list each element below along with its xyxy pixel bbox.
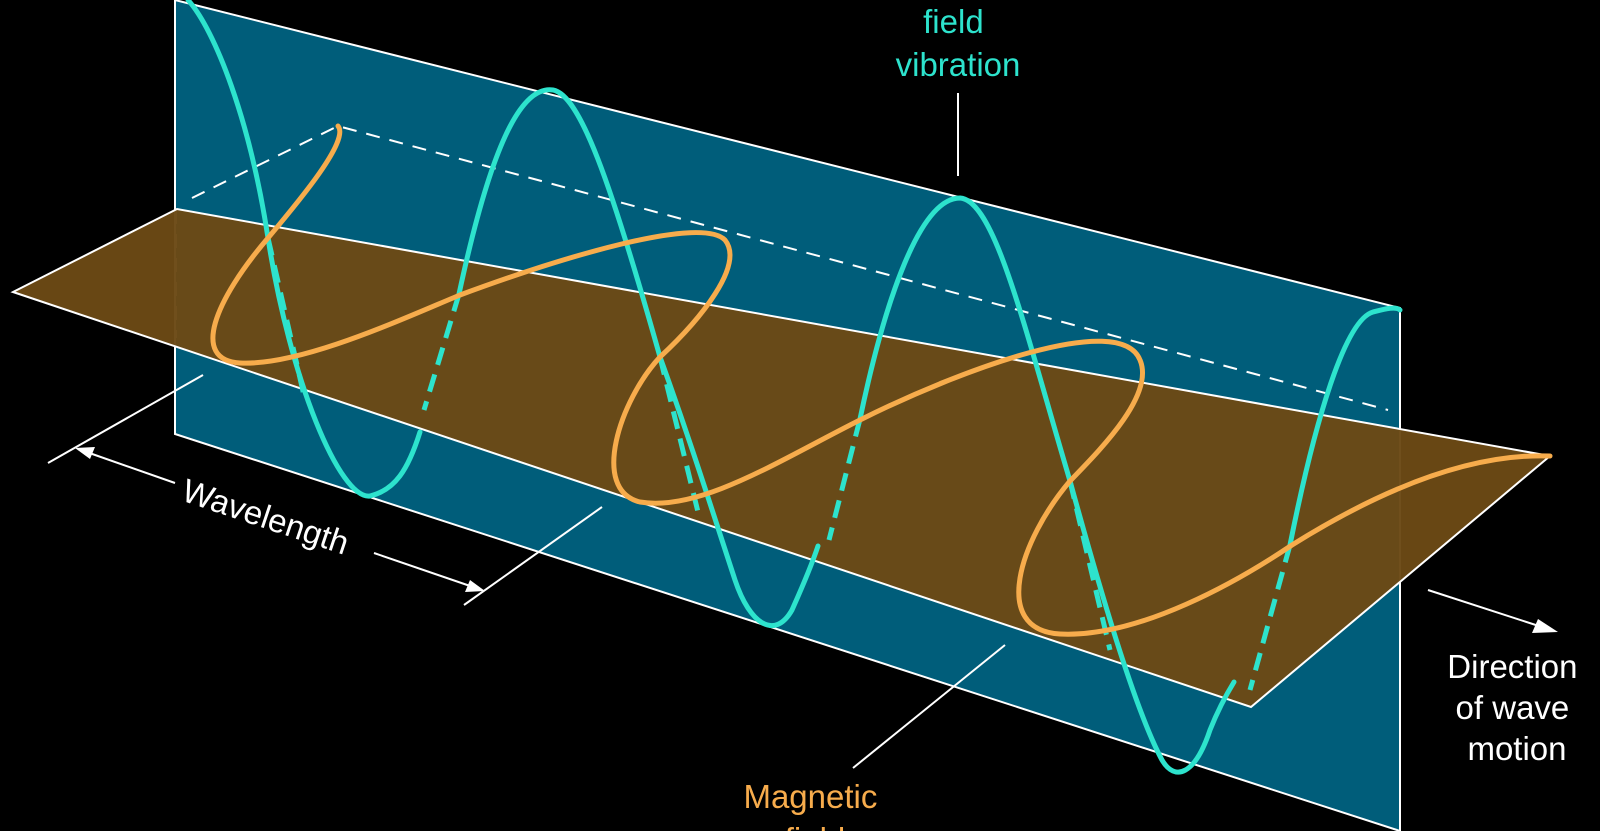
magnetic-field-wave (210, 123, 1553, 637)
hidden-edge-dashed (191, 124, 1389, 411)
direction-label: Direction of wave motion (1447, 648, 1586, 767)
electric-field-label-line2: vibration (896, 46, 1021, 83)
wavelength-bracket-left (47, 374, 204, 464)
direction-label-line3: motion (1467, 730, 1566, 767)
direction-arrowhead (1532, 619, 1558, 633)
wavelength-arrowhead-left (75, 447, 95, 459)
magnetic-field-leader (852, 644, 1006, 769)
electric-field-label-line1: field (923, 3, 984, 40)
magnetic-field-label-line1: Magnetic (743, 778, 877, 815)
direction-arrow (1427, 589, 1546, 629)
direction-label-line1: Direction (1447, 648, 1577, 685)
wavelength-arrow-left (77, 448, 176, 484)
wavelength-label: Wavelength (178, 472, 354, 562)
magnetic-field-label-line2: field (785, 821, 846, 831)
electric-field-label: field vibration (896, 3, 1021, 83)
electric-field-wave-hidden (265, 237, 1293, 691)
wavelength-arrowhead-right (465, 580, 485, 592)
magnetic-field-label: Magnetic field (743, 778, 886, 831)
wavelength-bracket-right (463, 506, 603, 606)
direction-label-line2: of wave (1456, 689, 1570, 726)
wavelength-arrow-right (373, 552, 477, 589)
